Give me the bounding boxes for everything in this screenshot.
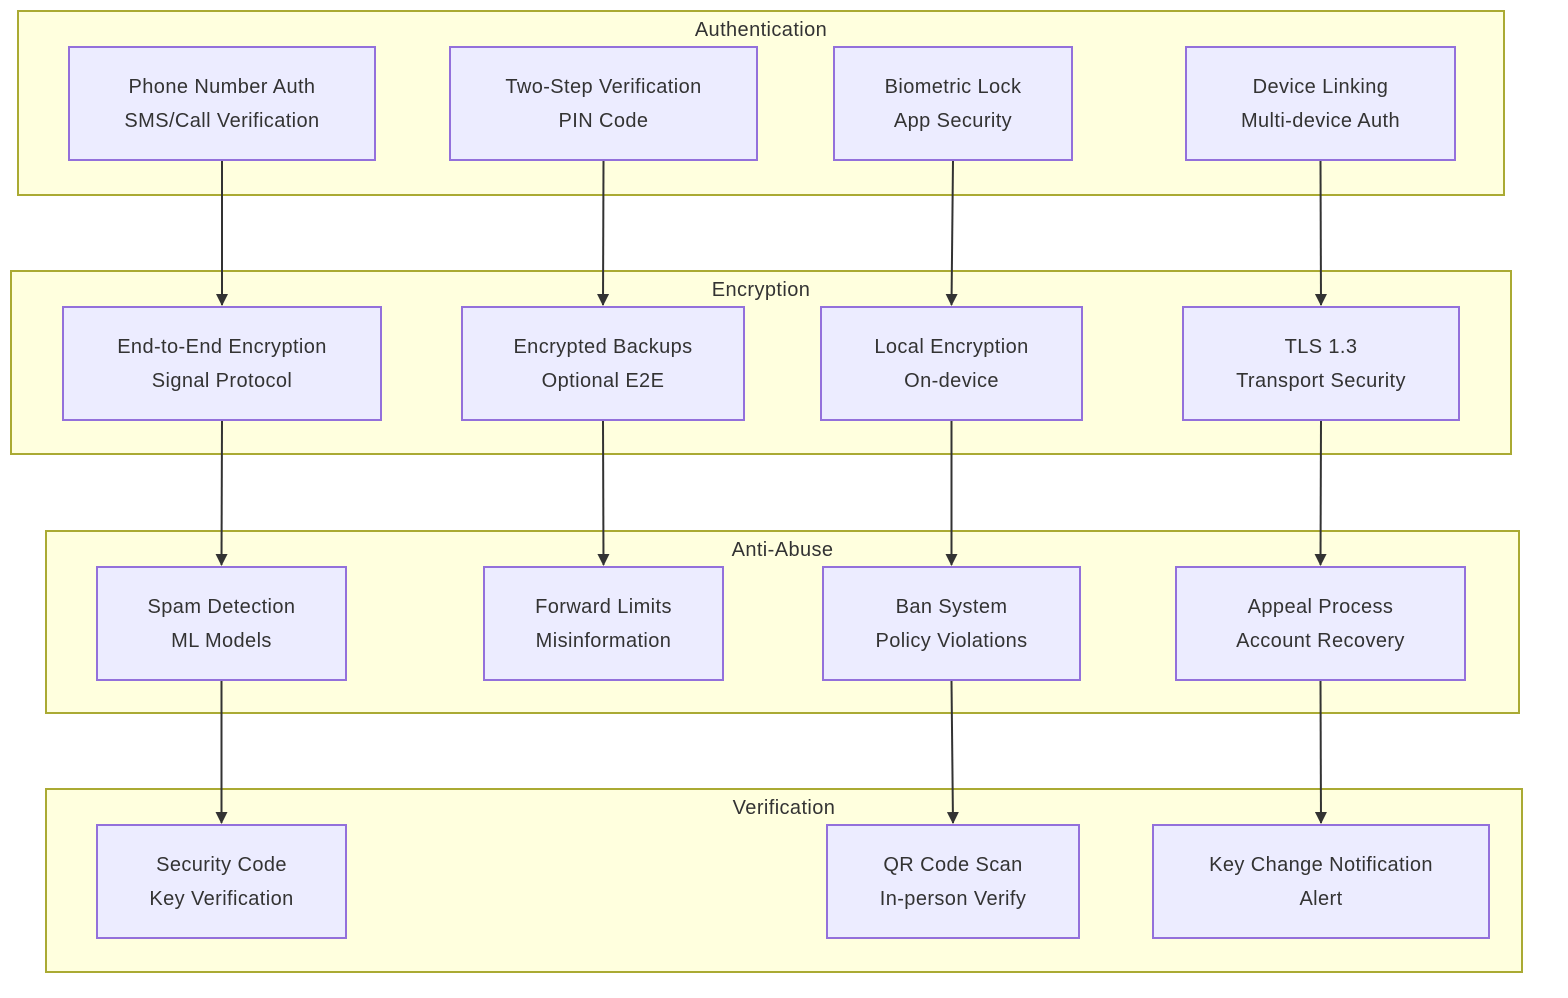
node-ban-system: Ban System Policy Violations	[822, 566, 1081, 681]
node-qr-code-scan: QR Code Scan In-person Verify	[826, 824, 1080, 939]
node-title: Local Encryption	[874, 335, 1029, 358]
node-subtitle: In-person Verify	[879, 887, 1027, 910]
node-phone-number-auth: Phone Number Auth SMS/Call Verification	[68, 46, 376, 161]
node-title: Phone Number Auth	[128, 75, 316, 98]
node-subtitle: Policy Violations	[875, 629, 1028, 652]
node-title: Encrypted Backups	[513, 335, 693, 358]
node-biometric-lock: Biometric Lock App Security	[833, 46, 1073, 161]
node-subtitle: Alert	[1299, 887, 1343, 910]
node-title: Spam Detection	[147, 595, 296, 618]
node-key-change-notification: Key Change Notification Alert	[1152, 824, 1490, 939]
node-e2e-encryption: End-to-End Encryption Signal Protocol	[62, 306, 382, 421]
band-encryption-title: Encryption	[711, 279, 811, 301]
node-subtitle: PIN Code	[558, 109, 649, 132]
node-subtitle: ML Models	[171, 629, 272, 652]
band-anti-abuse-title: Anti-Abuse	[731, 539, 834, 561]
node-title: TLS 1.3	[1284, 335, 1358, 358]
node-encrypted-backups: Encrypted Backups Optional E2E	[461, 306, 745, 421]
node-subtitle: Multi-device Auth	[1240, 109, 1401, 132]
node-title: Biometric Lock	[884, 75, 1022, 98]
node-two-step-verification: Two-Step Verification PIN Code	[449, 46, 758, 161]
node-device-linking: Device Linking Multi-device Auth	[1185, 46, 1456, 161]
node-subtitle: On-device	[904, 369, 999, 392]
node-title: Key Change Notification	[1209, 853, 1433, 876]
node-subtitle: Optional E2E	[541, 369, 665, 392]
node-title: Two-Step Verification	[505, 75, 702, 98]
node-appeal-process: Appeal Process Account Recovery	[1175, 566, 1466, 681]
node-spam-detection: Spam Detection ML Models	[96, 566, 347, 681]
node-subtitle: Account Recovery	[1236, 629, 1405, 652]
band-authentication-title: Authentication	[694, 19, 828, 41]
node-subtitle: SMS/Call Verification	[124, 109, 320, 132]
node-local-encryption: Local Encryption On-device	[820, 306, 1083, 421]
node-title: Appeal Process	[1247, 595, 1394, 618]
node-subtitle: Misinformation	[535, 629, 672, 652]
node-subtitle: Signal Protocol	[151, 369, 293, 392]
node-subtitle: App Security	[893, 109, 1013, 132]
node-title: Device Linking	[1252, 75, 1389, 98]
node-security-code: Security Code Key Verification	[96, 824, 347, 939]
band-verification-title: Verification	[732, 797, 836, 819]
node-title: Ban System	[895, 595, 1008, 618]
node-subtitle: Key Verification	[149, 887, 294, 910]
node-forward-limits: Forward Limits Misinformation	[483, 566, 724, 681]
node-title: Security Code	[156, 853, 287, 876]
node-tls-1-3: TLS 1.3 Transport Security	[1182, 306, 1460, 421]
node-title: QR Code Scan	[883, 853, 1023, 876]
node-subtitle: Transport Security	[1236, 369, 1406, 392]
node-title: Forward Limits	[535, 595, 672, 618]
node-title: End-to-End Encryption	[117, 335, 327, 358]
